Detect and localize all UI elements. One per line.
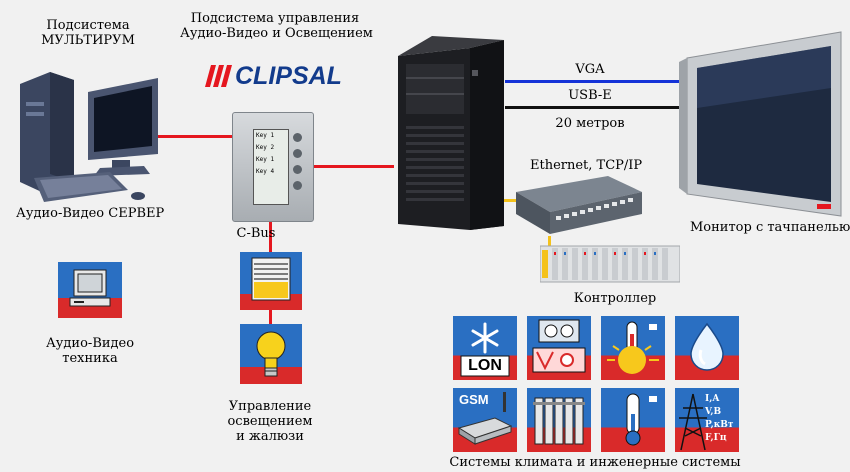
keypad-button <box>293 149 302 158</box>
lon-label: LON <box>468 357 502 374</box>
ethernet-cable <box>500 199 518 202</box>
power-values: I,A V,B P,кВт F,Гц <box>705 394 734 443</box>
vga-label: VGA <box>575 62 605 77</box>
temperature-sun-icon <box>601 316 665 380</box>
radiator-icon <box>527 388 591 452</box>
blinds-icon <box>240 252 302 310</box>
usbe-cable <box>505 106 687 109</box>
power-meter-icon: I,A V,B P,кВт F,Гц <box>675 388 739 452</box>
keypad-button <box>293 181 302 190</box>
av-server-label: Аудио-Видео СЕРВЕР <box>16 206 165 221</box>
cbus-keypad: Key 1 Key 2 Key 1 Key 4 <box>232 112 314 222</box>
plc-controller <box>539 240 681 286</box>
thermostat-sensor-icon <box>601 388 665 452</box>
lamp-icon <box>240 324 302 384</box>
cbus-vertical-line <box>269 218 272 252</box>
keypad-screen: Key 1 Key 2 Key 1 Key 4 <box>253 129 289 205</box>
ethernet-label: Ethernet, TCP/IP <box>530 158 643 173</box>
server-to-clipsal-line <box>150 135 234 138</box>
systems-caption: Системы климата и инженерные системы <box>449 455 741 470</box>
clipsal-logo: CLIPSAL <box>203 62 343 90</box>
usbe-label: USB-E <box>568 88 612 103</box>
cbus-to-lighting-line <box>269 310 272 324</box>
av-equipment-icon <box>58 262 122 318</box>
keypad-button <box>293 165 302 174</box>
clipsal-to-tower-line <box>312 165 394 168</box>
cable-length-label: 20 метров <box>555 116 625 131</box>
av-equipment-label: Аудио-Видео техника <box>45 336 135 366</box>
network-switch <box>512 172 644 238</box>
water-drop-icon <box>675 316 739 380</box>
av-server-computer <box>10 62 160 210</box>
multiroom-label: Подсистема МУЛЬТИРУМ <box>41 18 135 48</box>
gsm-label: GSM <box>459 392 489 407</box>
lighting-label: Управление освещением и жалюзи <box>227 399 313 444</box>
cbus-label: C-Bus <box>236 226 276 241</box>
vga-cable <box>505 80 687 83</box>
keypad-button <box>293 133 302 142</box>
monitor-label: Монитор с тачпанелью <box>690 220 850 235</box>
lon-snowflake-icon: LON <box>453 316 517 380</box>
touch-monitor <box>675 28 845 218</box>
control-subsystem-label: Подсистема управления Аудио-Видео и Осве… <box>180 11 373 41</box>
main-server-tower <box>392 30 506 230</box>
controller-label: Контроллер <box>573 291 657 306</box>
ventilation-icon <box>527 316 591 380</box>
gsm-modem-icon: GSM <box>453 388 517 452</box>
